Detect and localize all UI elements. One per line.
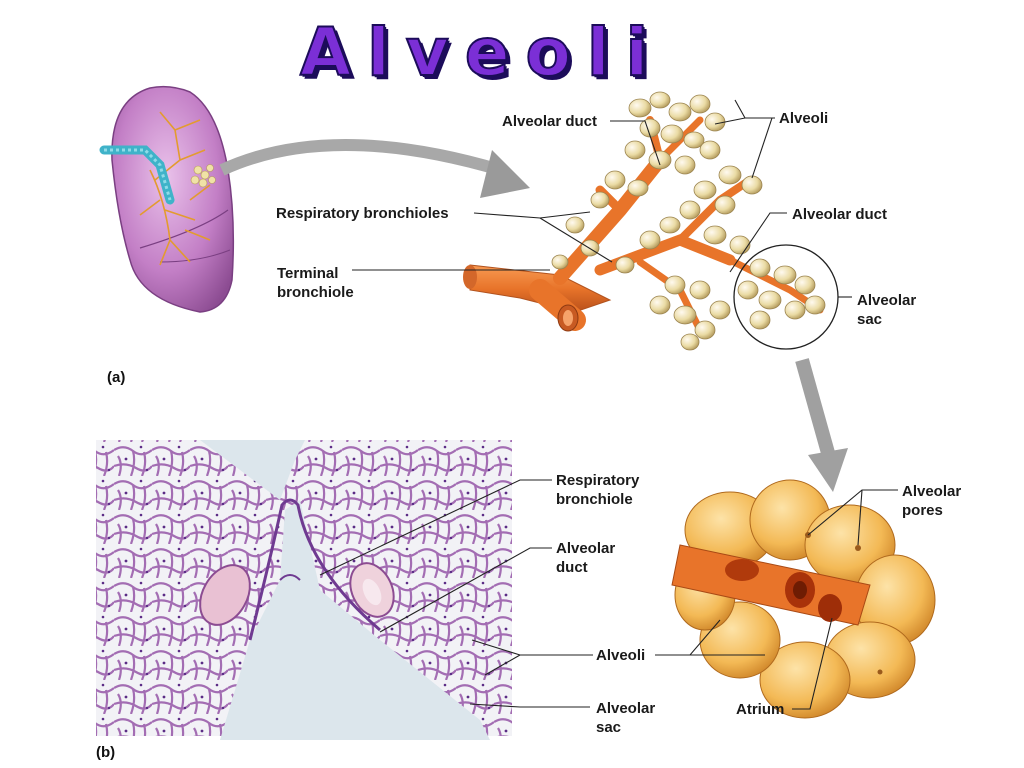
label-alveolar-sac-a: Alveolar sac (857, 291, 916, 329)
leader-lines-b-right (655, 489, 898, 710)
label-alveolar-sac-b: Alveolar sac (596, 699, 655, 737)
label-terminal-bronchiole-line1: Terminal (277, 265, 339, 282)
label-alveolar-duct-b: Alveolar duct (556, 539, 615, 577)
page-title: Alveoli (299, 13, 665, 92)
label-respiratory-bronchiole-line1: Respiratory (556, 472, 640, 489)
label-alveolar-duct-b-line1: Alveolar (556, 540, 616, 557)
label-terminal-bronchiole-line2: bronchiole (277, 284, 354, 301)
label-alveolar-sac-a-line1: Alveolar (857, 292, 917, 309)
label-alveolar-sac-a-line2: sac (857, 311, 883, 328)
label-respiratory-bronchiole-line2: bronchiole (556, 491, 633, 508)
label-alveolar-sac-b-line2: sac (596, 719, 622, 736)
label-alveolar-duct-top: Alveolar duct (502, 113, 598, 130)
panel-a-tag: (a) (107, 369, 126, 386)
bronchiole-tree (463, 91, 839, 351)
label-atrium: Atrium (736, 701, 785, 718)
leader-lines-a (352, 99, 852, 298)
label-respiratory-bronchiole: Respiratory bronchiole (556, 471, 639, 509)
label-alveoli-b: Alveoli (596, 647, 646, 664)
alveolar-sac-cutaway (671, 479, 936, 719)
label-alveolar-pores-line1: Alveolar (902, 483, 962, 500)
label-alveoli-top: Alveoli (779, 110, 829, 127)
label-respiratory-bronchioles: Respiratory bronchioles (276, 205, 449, 222)
panel-b-tag: (b) (96, 744, 116, 761)
label-alveolar-pores-line2: pores (902, 502, 943, 519)
lung-illustration (99, 85, 235, 313)
histology-micrograph (96, 440, 512, 740)
label-alveolar-sac-b-line1: Alveolar (596, 700, 656, 717)
label-alveolar-pores: Alveolar pores (902, 482, 961, 520)
leader-lines-b-left (319, 479, 593, 708)
label-alveolar-duct-b-line2: duct (556, 559, 588, 576)
label-terminal-bronchiole: Terminal bronchiole (277, 264, 354, 302)
label-alveolar-duct-right: Alveolar duct (792, 206, 888, 223)
